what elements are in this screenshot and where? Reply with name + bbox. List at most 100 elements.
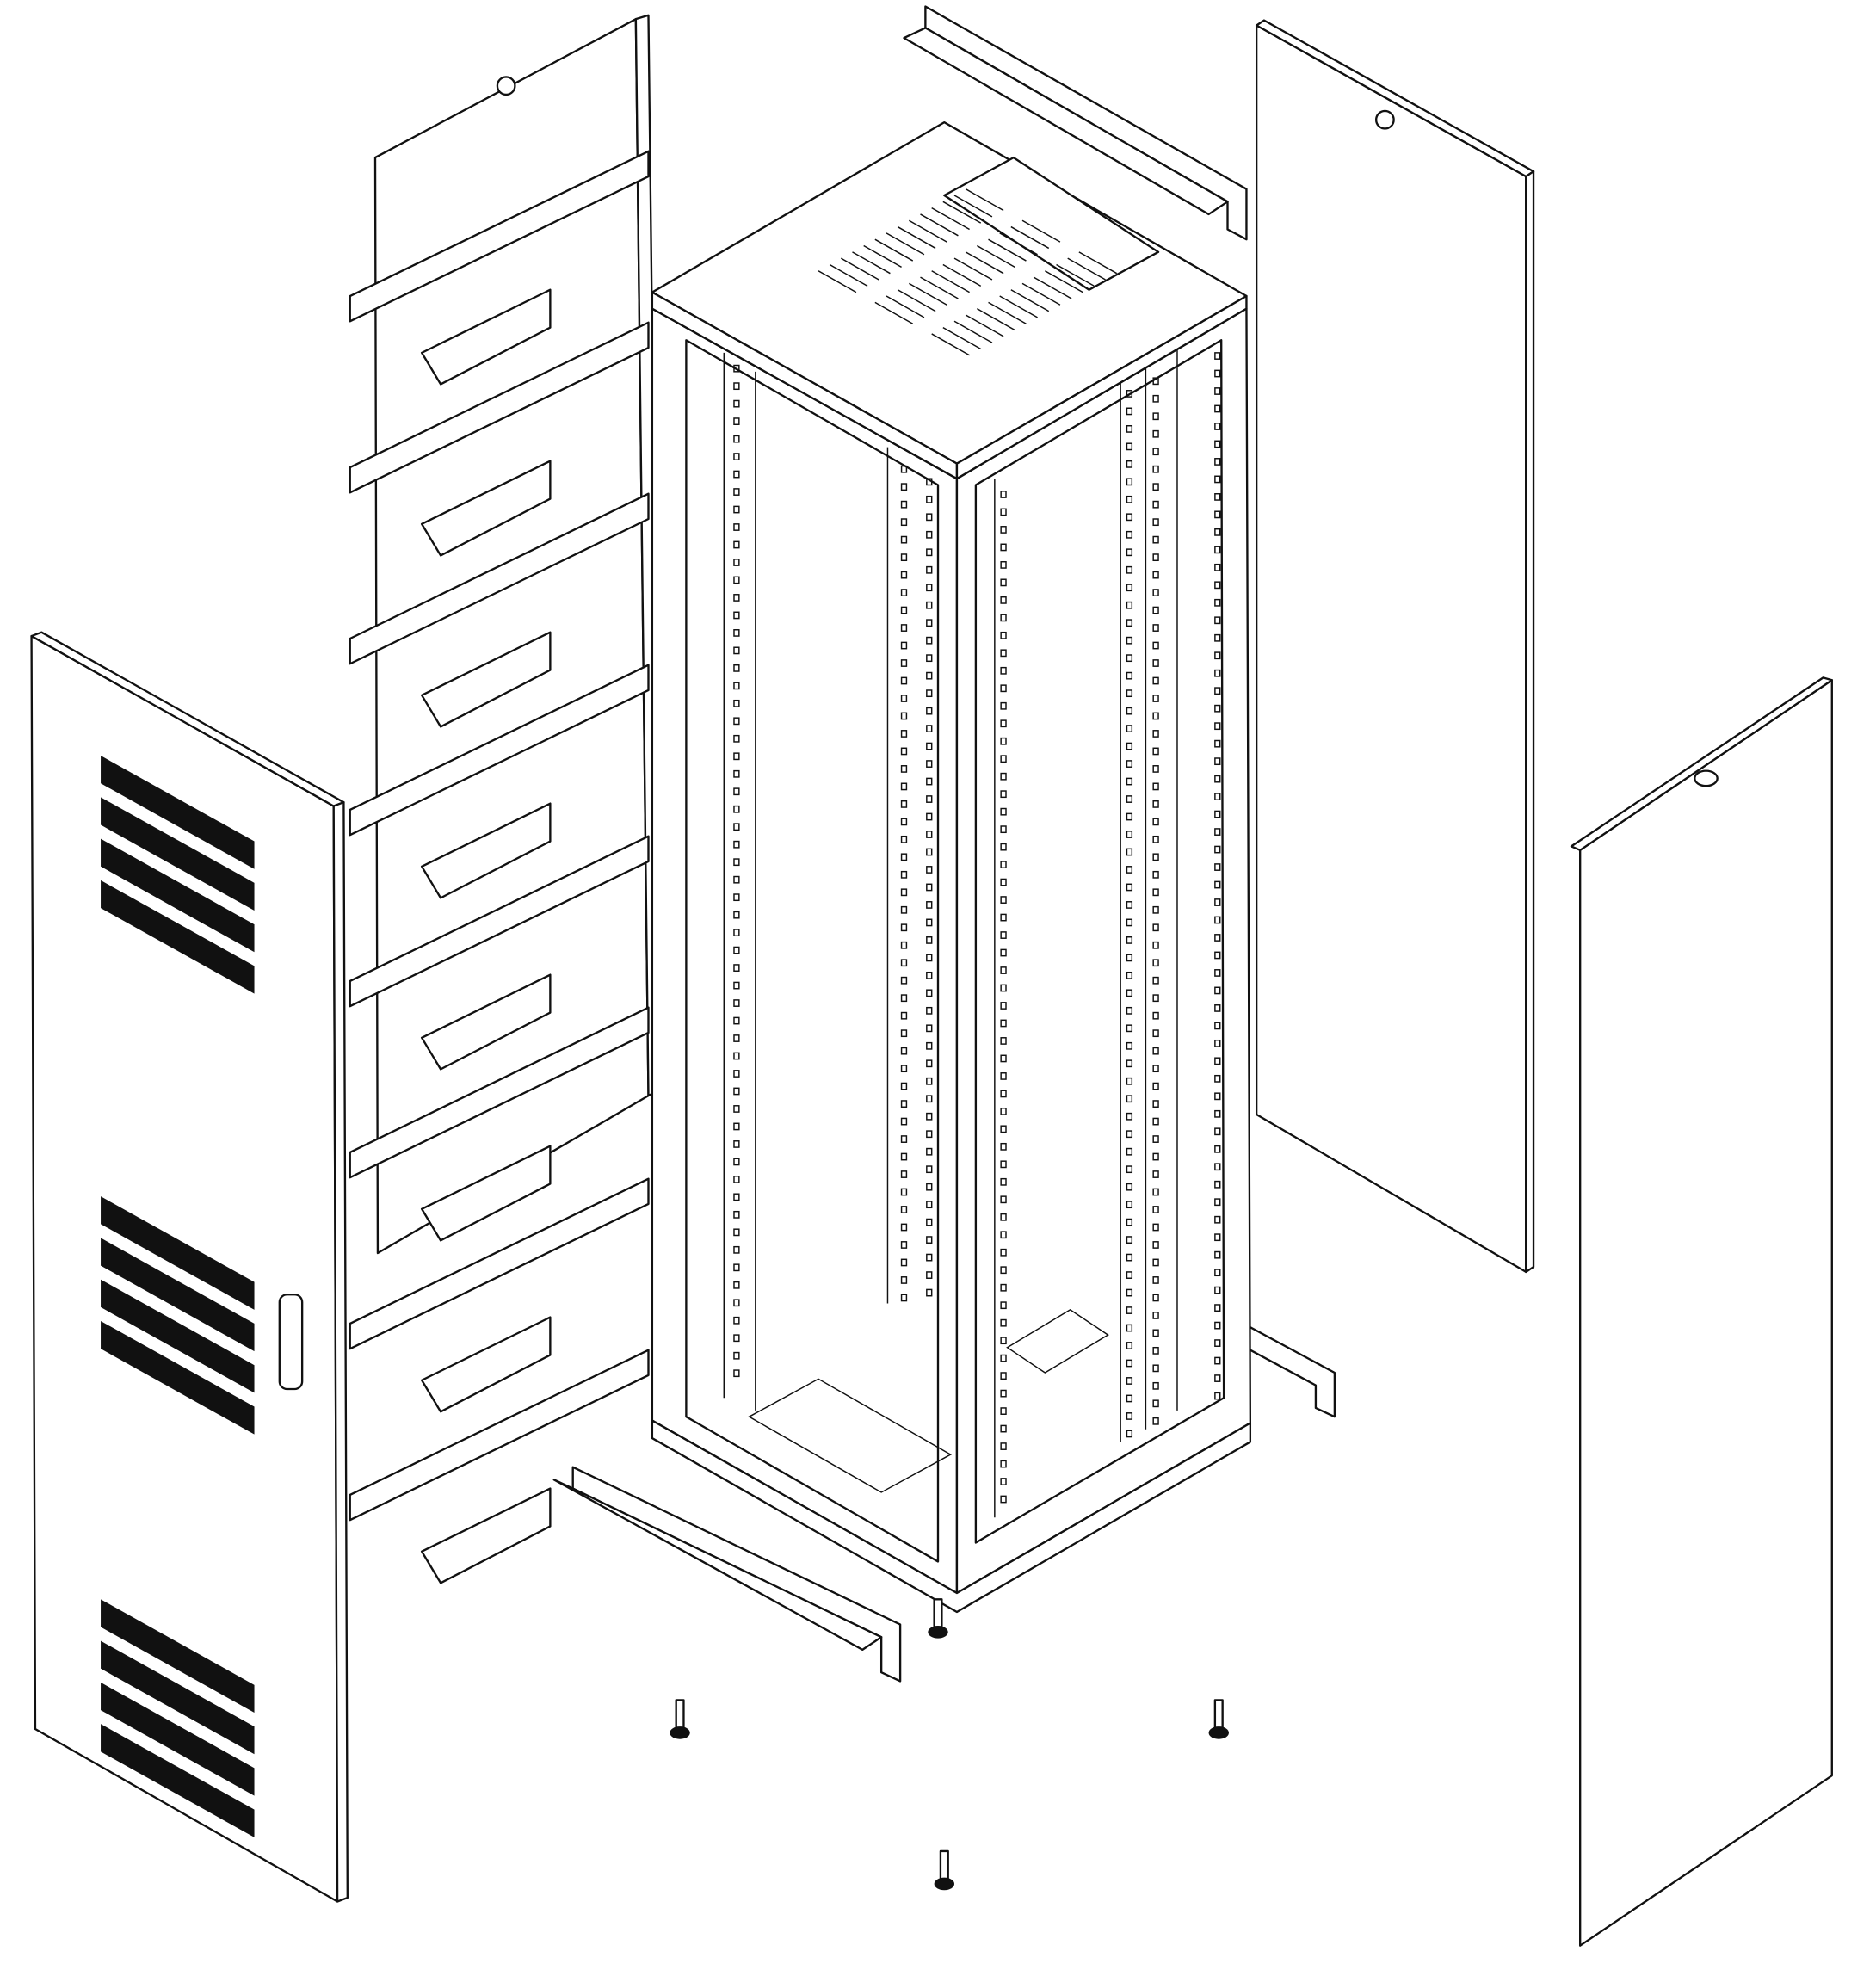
mount-hole xyxy=(1152,1206,1159,1213)
cable-brackets xyxy=(349,150,650,1584)
mount-hole xyxy=(1000,1478,1007,1485)
mount-hole xyxy=(900,853,908,861)
mount-hole xyxy=(926,1024,933,1033)
mount-hole xyxy=(926,795,933,803)
mount-hole xyxy=(1214,475,1221,484)
mount-hole xyxy=(900,747,908,756)
mount-hole xyxy=(1214,1374,1221,1382)
mount-hole xyxy=(1000,1248,1007,1257)
mount-hole xyxy=(1152,870,1159,879)
mount-hole xyxy=(733,1034,740,1042)
mount-hole xyxy=(1214,1339,1221,1347)
mount-hole xyxy=(1000,649,1007,658)
mount-hole xyxy=(1214,986,1221,995)
mount-hole xyxy=(1214,1145,1221,1153)
mount-hole xyxy=(1126,1112,1133,1121)
mount-hole xyxy=(1000,719,1007,728)
mount-hole xyxy=(1000,984,1007,992)
mount-hole xyxy=(1000,561,1007,569)
mount-hole xyxy=(1214,633,1221,642)
foot-screw xyxy=(1213,1699,1224,1729)
mount-hole xyxy=(1126,407,1133,416)
mount-hole xyxy=(1000,913,1007,922)
mount-hole xyxy=(1000,631,1007,639)
mount-hole xyxy=(900,641,908,650)
mount-hole xyxy=(1152,1100,1159,1108)
mount-hole xyxy=(1214,793,1221,801)
mount-hole xyxy=(1152,782,1159,791)
mount-hole xyxy=(1126,812,1133,821)
mount-hole xyxy=(733,1193,740,1201)
mount-hole xyxy=(1152,1329,1159,1337)
mount-hole xyxy=(926,725,933,732)
mount-hole xyxy=(1152,1082,1159,1090)
mount-hole xyxy=(900,483,908,491)
mount-hole xyxy=(733,981,740,990)
mount-hole xyxy=(733,470,740,479)
vent-slot xyxy=(101,1724,255,1837)
mount-hole xyxy=(1214,387,1221,395)
mount-hole xyxy=(733,1334,740,1343)
mount-hole xyxy=(900,589,908,596)
mount-hole xyxy=(1152,1029,1159,1038)
mount-hole xyxy=(1214,1286,1221,1294)
mount-hole xyxy=(1214,757,1221,766)
bracket xyxy=(349,321,650,494)
mount-hole xyxy=(1152,429,1159,438)
bracket xyxy=(349,1177,650,1350)
rear-door-frame xyxy=(349,14,663,1584)
mount-hole xyxy=(1126,513,1133,522)
mount-hole xyxy=(1152,941,1159,949)
mount-hole xyxy=(1152,483,1159,491)
mount-hole xyxy=(900,800,908,808)
mount-hole xyxy=(1126,1095,1133,1103)
bracket-tab xyxy=(420,1145,552,1242)
mount-hole xyxy=(926,1130,933,1139)
mount-hole xyxy=(1126,1306,1133,1314)
mount-hole xyxy=(1152,712,1159,720)
mount-hole xyxy=(733,717,740,726)
mount-hole xyxy=(1214,1321,1221,1330)
mount-hole xyxy=(900,1117,908,1126)
mount-hole xyxy=(733,1210,740,1219)
door-handle[interactable] xyxy=(278,1294,304,1391)
mount-hole xyxy=(733,399,740,408)
mount-hole xyxy=(1126,601,1133,609)
mount-hole xyxy=(1000,948,1007,957)
mount-hole xyxy=(900,695,908,702)
mount-hole xyxy=(900,1241,908,1249)
mount-hole xyxy=(1126,954,1133,962)
mount-hole xyxy=(1126,689,1133,698)
mount-hole xyxy=(926,548,933,557)
mount-hole xyxy=(1152,1223,1159,1232)
mount-hole xyxy=(926,1095,933,1103)
mount-hole xyxy=(926,1077,933,1085)
mount-hole xyxy=(1000,1002,1007,1010)
door-vent-slots xyxy=(101,756,255,1837)
mount-hole xyxy=(926,777,933,786)
mount-hole xyxy=(1214,1004,1221,1012)
mount-hole xyxy=(1152,853,1159,861)
mount-hole xyxy=(733,1263,740,1272)
mount-hole xyxy=(926,1253,933,1262)
mount-hole xyxy=(1000,966,1007,974)
mount-hole xyxy=(1214,598,1221,607)
mount-hole xyxy=(900,1011,908,1020)
mount-hole xyxy=(1152,1294,1159,1302)
mount-hole xyxy=(1152,976,1159,985)
mount-hole xyxy=(1214,1392,1221,1400)
vent-slot xyxy=(908,219,947,243)
vent-slot xyxy=(1010,225,1050,250)
mount-hole xyxy=(733,1052,740,1060)
mount-hole xyxy=(1126,460,1133,468)
mount-hole xyxy=(1214,546,1221,554)
bracket-tab xyxy=(420,973,552,1071)
mount-hole xyxy=(1214,722,1221,731)
mount-hole xyxy=(1214,423,1221,430)
mount-hole xyxy=(926,1183,933,1191)
mount-hole xyxy=(733,858,740,867)
mount-hole xyxy=(733,1158,740,1166)
mount-hole xyxy=(1126,1288,1133,1297)
bracket xyxy=(349,150,650,323)
mount-hole xyxy=(900,1135,908,1143)
